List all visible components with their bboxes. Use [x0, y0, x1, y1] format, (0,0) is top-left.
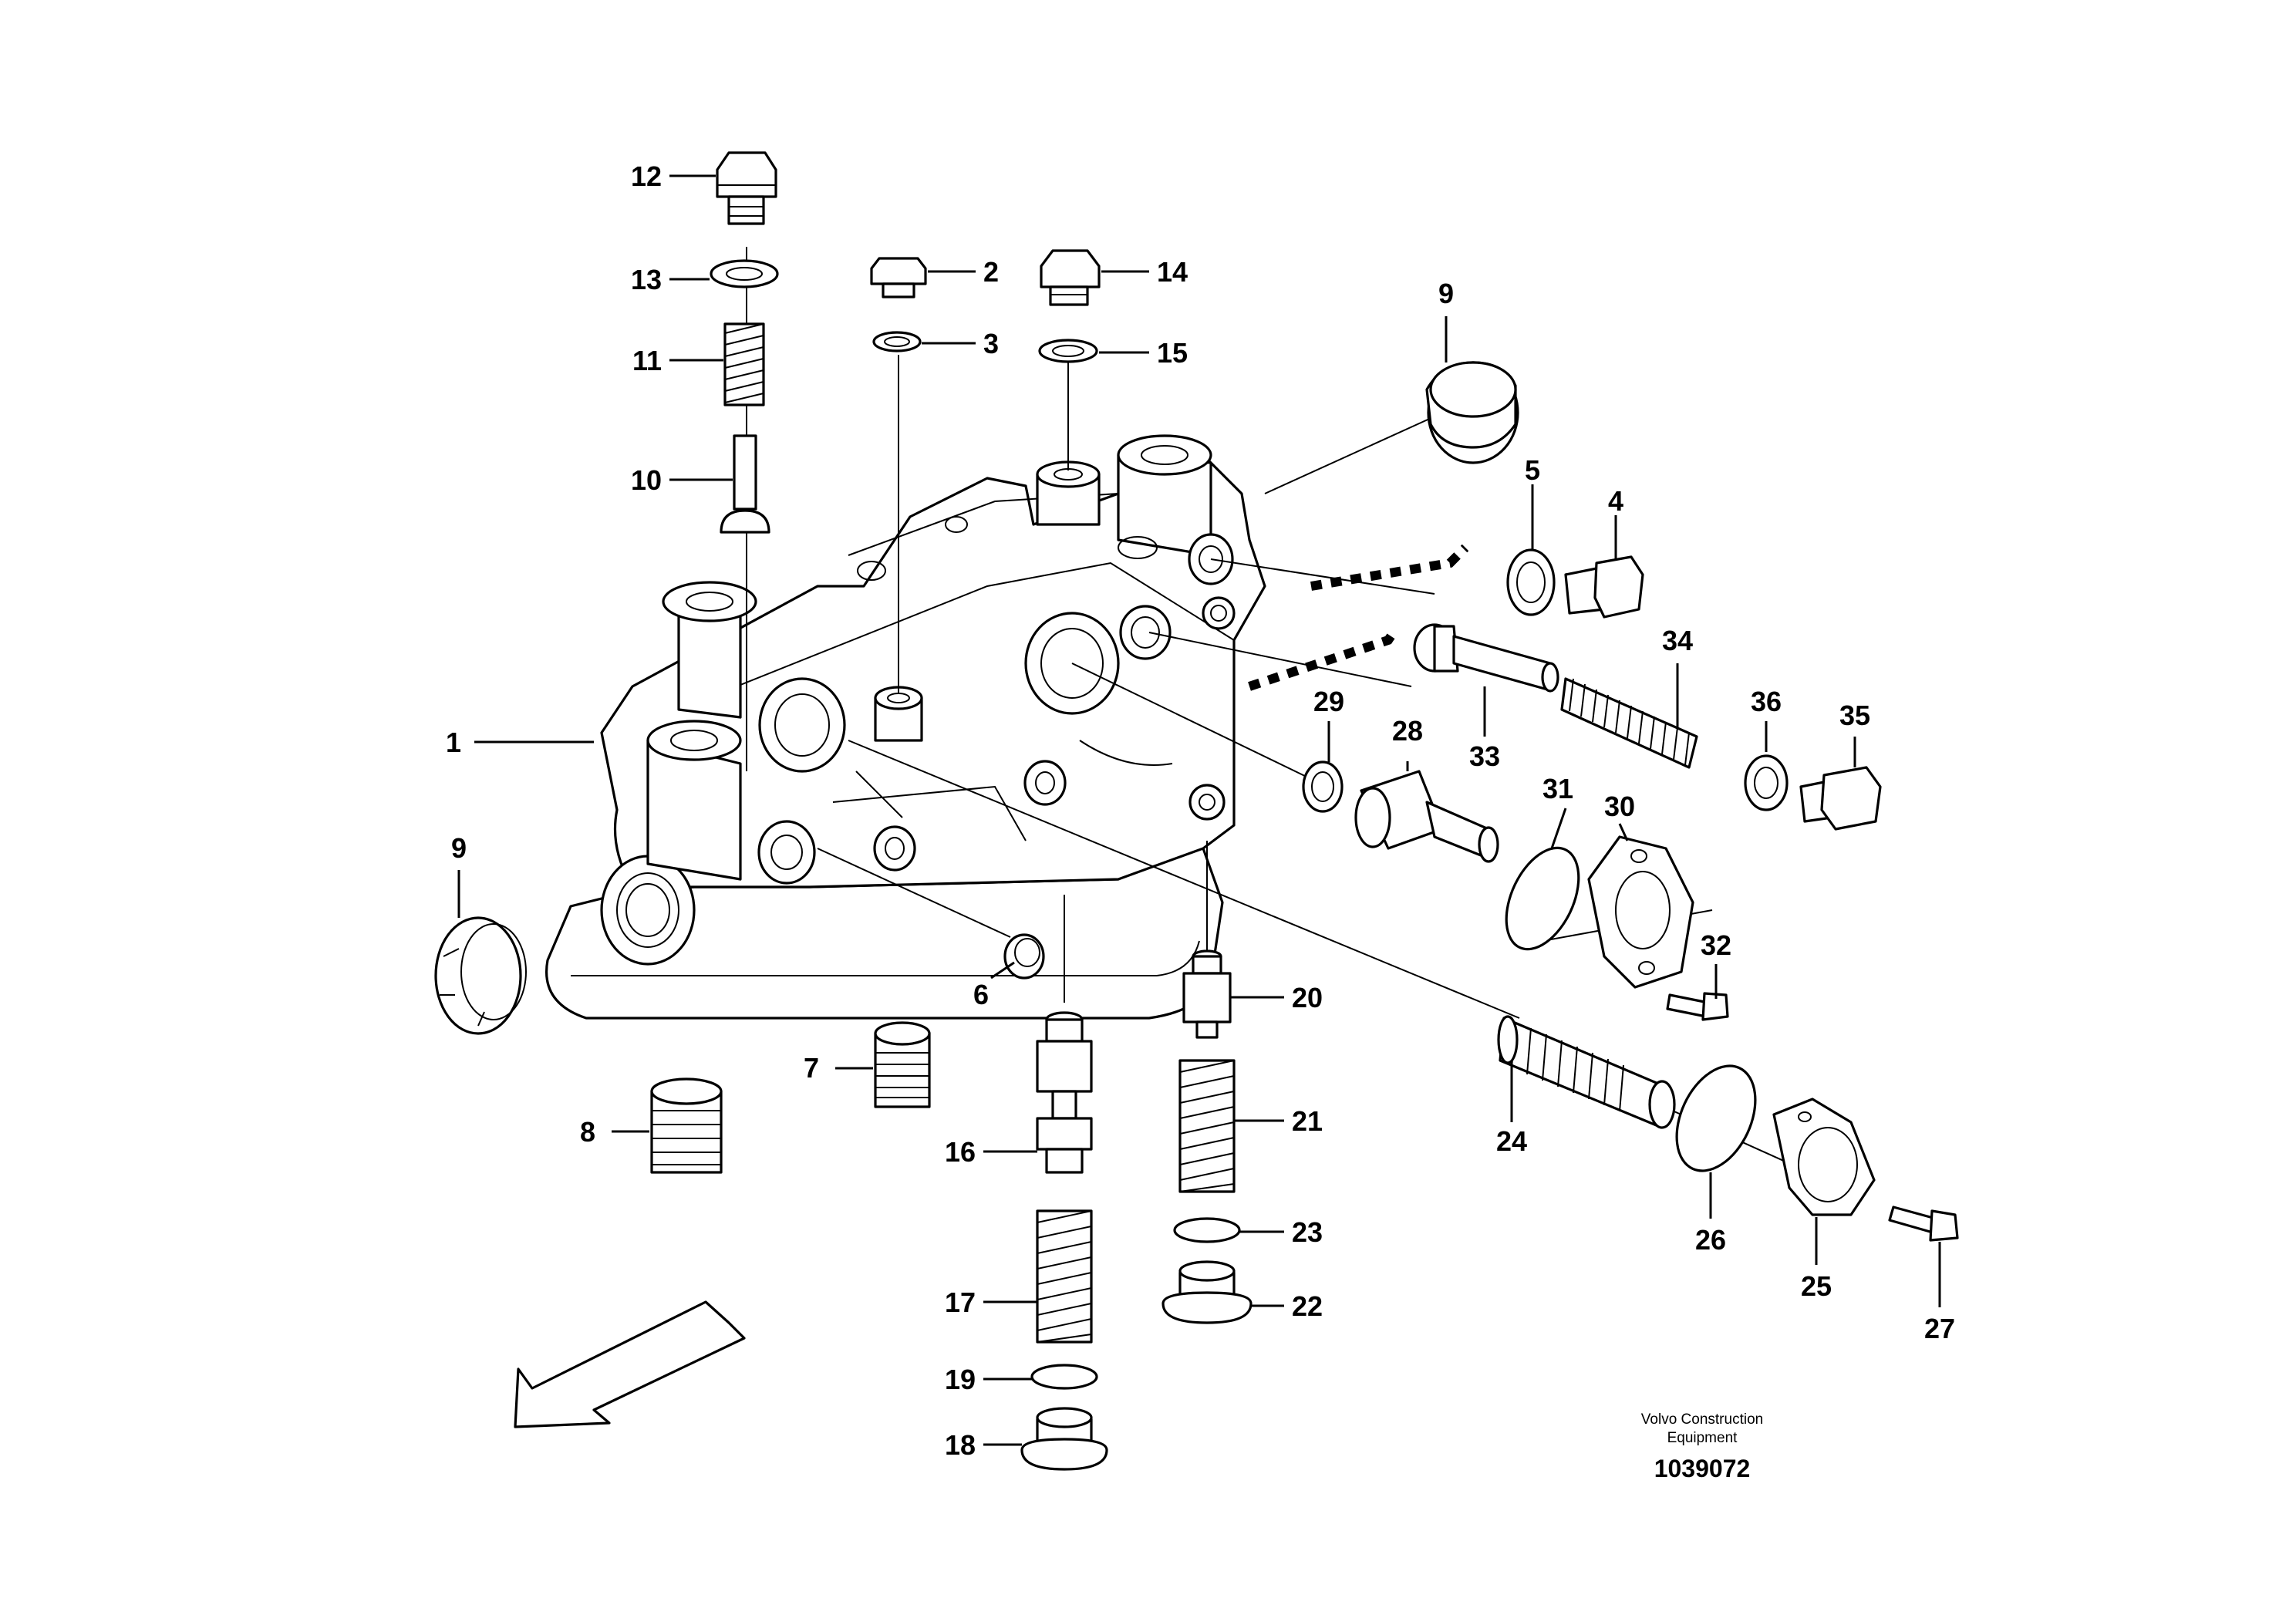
callout-17: 17 [945, 1286, 976, 1318]
cover-30 [1587, 835, 1694, 989]
caption-block: Volvo Construction Equipment 1039072 [1641, 1411, 1763, 1482]
callout-labels: 1 2 3 4 5 6 7 8 9 9 10 11 12 13 14 15 16… [446, 160, 1955, 1461]
washer-29 [1302, 760, 1344, 813]
callout-6: 6 [973, 979, 989, 1010]
cap-9-right [1425, 361, 1519, 464]
callout-5: 5 [1525, 454, 1540, 486]
spool-28 [1354, 770, 1499, 863]
callout-20: 20 [1292, 982, 1323, 1013]
plug-14 [1040, 249, 1101, 306]
valve-housing [545, 434, 1266, 1020]
callout-9-right: 9 [1438, 278, 1454, 309]
callout-21: 21 [1292, 1105, 1323, 1137]
callout-31: 31 [1542, 773, 1573, 804]
washer-5 [1506, 548, 1556, 616]
o-ring-19 [1030, 1364, 1098, 1390]
callout-29: 29 [1313, 686, 1344, 717]
callout-11: 11 [632, 345, 662, 376]
washer-13 [710, 259, 779, 288]
callout-10: 10 [631, 464, 662, 496]
sleeve-7 [874, 1021, 931, 1108]
callout-9-left: 9 [451, 832, 467, 864]
plug-22 [1161, 1260, 1253, 1324]
callout-25: 25 [1801, 1270, 1832, 1302]
cover-25 [1772, 1098, 1876, 1216]
callout-35: 35 [1839, 700, 1870, 731]
callout-23: 23 [1292, 1216, 1323, 1248]
spool-33 [1413, 623, 1559, 693]
direction-arrow [514, 1300, 746, 1428]
caption-line-2: Equipment [1667, 1430, 1738, 1446]
spring-24 [1497, 1015, 1676, 1129]
callout-26: 26 [1695, 1224, 1726, 1256]
callout-27: 27 [1924, 1313, 1955, 1344]
spring-21 [1178, 1059, 1236, 1193]
callout-12: 12 [631, 160, 662, 192]
callout-19: 19 [945, 1364, 976, 1395]
callout-3: 3 [983, 328, 999, 359]
screw-27 [1888, 1206, 1959, 1242]
callout-18: 18 [945, 1429, 976, 1461]
o-ring-31 [1505, 846, 1580, 951]
callout-33: 33 [1469, 740, 1500, 772]
bushing-6 [1003, 933, 1045, 980]
o-ring-23 [1173, 1217, 1241, 1243]
callout-22: 22 [1292, 1290, 1323, 1322]
callout-7: 7 [804, 1052, 819, 1084]
spool-16 [1036, 1011, 1093, 1174]
callout-8: 8 [580, 1116, 595, 1148]
callout-2: 2 [983, 256, 999, 288]
callout-1: 1 [446, 727, 461, 758]
washer-36 [1744, 754, 1789, 811]
callout-32: 32 [1701, 929, 1731, 961]
screw-32 [1666, 992, 1729, 1021]
plug-4 [1564, 555, 1644, 619]
callout-34: 34 [1662, 625, 1693, 656]
spring-17 [1036, 1209, 1093, 1344]
washer-3 [872, 331, 922, 352]
callout-24: 24 [1496, 1125, 1527, 1157]
plug-18 [1020, 1407, 1108, 1471]
plug-35 [1799, 766, 1882, 831]
caption-line-1: Volvo Construction [1641, 1411, 1763, 1428]
cap-9-left [434, 916, 527, 1035]
plug-12 [716, 151, 777, 225]
callout-15: 15 [1157, 337, 1188, 369]
callout-14: 14 [1157, 256, 1188, 288]
drawing-number: 1039072 [1654, 1455, 1751, 1482]
sleeve-8 [650, 1077, 723, 1174]
callout-30: 30 [1604, 791, 1635, 822]
leader-lines [457, 174, 1941, 1446]
plug-2 [870, 257, 927, 298]
pin-10 [720, 434, 770, 534]
callout-13: 13 [631, 264, 662, 295]
washer-15 [1038, 339, 1098, 363]
spring-11 [723, 322, 765, 406]
o-ring-26 [1675, 1064, 1757, 1172]
callout-16: 16 [945, 1136, 976, 1168]
callout-4: 4 [1608, 485, 1623, 517]
spool-20 [1182, 949, 1232, 1039]
callout-36: 36 [1751, 686, 1782, 717]
callout-28: 28 [1392, 715, 1423, 747]
spring-34 [1560, 677, 1698, 769]
